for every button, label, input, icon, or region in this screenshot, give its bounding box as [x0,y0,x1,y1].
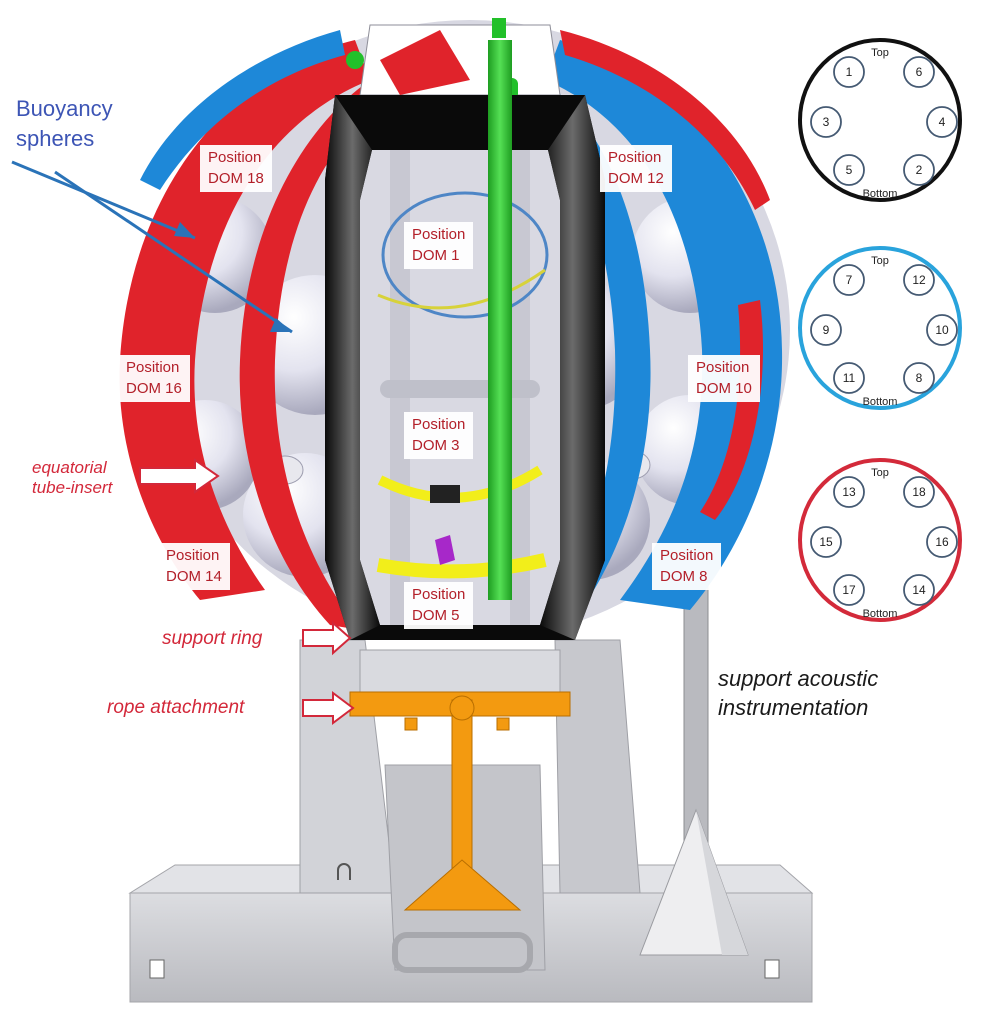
legend-top-label: Top [871,467,889,479]
callout-line: instrumentation [718,695,869,720]
dom-slot-number: 9 [823,323,830,337]
dom-number: DOM 18 [208,170,264,187]
callout-line: Buoyancy [16,96,113,121]
rope-attachment-bracket [349,691,571,911]
callout-arrows [11,160,355,725]
dom-slot-number: 16 [935,535,949,549]
dom-slot-number: 7 [846,273,853,287]
position-word: Position [608,149,662,166]
dom-slot-number: 18 [912,485,926,499]
dom-slot-circle [926,106,958,138]
dom-slot-circle [833,476,865,508]
position-word: Position [660,547,714,564]
dom-slot-circle [833,264,865,296]
dom-slot-number: 8 [916,371,923,385]
callout-line: equatorial [32,458,107,477]
support-ring-callout: support ring [162,628,263,649]
dom-slot-number: 13 [842,485,856,499]
dom-slot-number: 12 [912,273,926,287]
dom-number: DOM 8 [660,568,708,585]
dom-slot-circle [903,476,935,508]
dom-slot-circle [903,362,935,394]
dom-slot-circle [833,574,865,606]
position-word: Position [166,547,220,564]
dom-number: DOM 5 [412,607,460,624]
legend-bottom-label: Bottom [863,608,898,620]
dom-slot-number: 4 [939,115,946,129]
dom-slot-circle [833,154,865,186]
position-word: Position [126,359,180,376]
support-acoustic-instrumentation-callout: support acoustic instrumentation [718,664,878,722]
dom-slot-circle [810,526,842,558]
dom-slot-number: 5 [846,163,853,177]
position-word: Position [696,359,750,376]
position-word: Position [412,586,466,603]
position-word: Position [412,226,466,243]
dom-slot-circle [903,56,935,88]
callout-line: spheres [16,126,95,151]
dom-slot-circle [833,362,865,394]
dom-slot-number: 17 [842,583,856,597]
dom-number: DOM 10 [696,380,752,397]
legend-bottom-label: Bottom [863,396,898,408]
buoyancy-spheres-callout: Buoyancy spheres [16,94,113,154]
dom-slot-number: 1 [846,65,853,79]
dom-slot-number: 2 [916,163,923,177]
dom-slot-circle [926,314,958,346]
dom-slot-circle [810,314,842,346]
dom-slot-number: 6 [916,65,923,79]
rope-attachment-callout: rope attachment [107,697,245,718]
dom-slot-number: 15 [819,535,833,549]
legend-top-label: Top [871,255,889,267]
dom-slot-circle [903,574,935,606]
acoustic-support-pole [639,584,749,956]
dom-slot-number: 14 [912,583,926,597]
dom-slot-number: 3 [823,115,830,129]
dom-slot-number: 10 [935,323,949,337]
position-word: Position [208,149,262,166]
dom-slot-circle [810,106,842,138]
dom-slot-circle [926,526,958,558]
position-word: Position [412,416,466,433]
dom-slot-circle [833,56,865,88]
dom-slot-circle [903,264,935,296]
legend-top-label: Top [871,47,889,59]
callout-line: support acoustic [718,666,879,691]
dom-number: DOM 16 [126,380,182,397]
dom-number: DOM 1 [412,247,460,264]
dom-slot-number: 11 [843,371,856,385]
dom-number: DOM 14 [166,568,222,585]
legend-bottom-label: Bottom [863,188,898,200]
dom-number: DOM 12 [608,170,664,187]
dom-slot-circle [903,154,935,186]
callout-line: tube-insert [32,478,113,497]
dom-number: DOM 3 [412,437,460,454]
